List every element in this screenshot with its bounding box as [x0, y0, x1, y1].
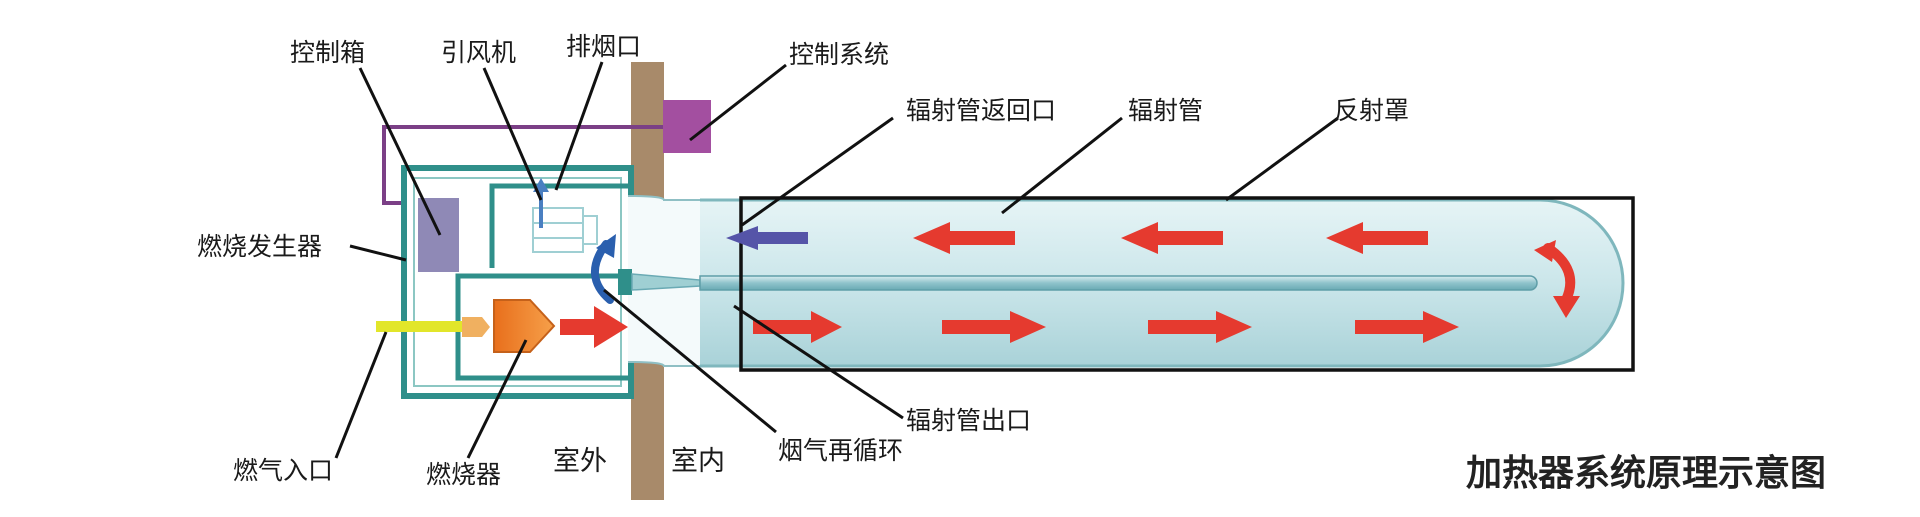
label-flue-gas-recirculation: 烟气再循环	[778, 436, 904, 465]
return-arrow-head	[726, 226, 758, 250]
flame-arrow-head	[594, 306, 628, 348]
leader-exhaust-port	[554, 61, 604, 191]
leader-combustion-generator	[349, 244, 407, 262]
gas-pipe	[376, 321, 468, 332]
leader-induced-fan	[482, 67, 543, 201]
label-exhaust-port: 排烟口	[566, 32, 642, 61]
lower-flow-arrows	[753, 311, 1459, 343]
label-radiant-tube: 辐射管	[1128, 96, 1204, 125]
label-control-system: 控制系统	[789, 40, 890, 69]
diagram-title: 加热器系统原理示意图	[1466, 453, 1827, 494]
u-bend-arrow-tail	[1534, 240, 1556, 262]
flow-arrow-upper-1	[913, 222, 1015, 254]
flame-arrow-shaft	[560, 319, 596, 335]
leader-tube-outlet	[733, 304, 904, 420]
burner	[493, 299, 556, 353]
flow-arrow-lower-4	[1355, 311, 1459, 343]
label-combustion-generator: 燃烧发生器	[197, 232, 323, 261]
u-bend-arrow-head	[1553, 296, 1580, 318]
return-arrow-shaft	[756, 232, 808, 244]
fan-compartment	[489, 183, 628, 268]
label-burner: 燃烧器	[426, 460, 502, 489]
flow-arrow-lower-3	[1148, 311, 1252, 343]
leader-control-box	[358, 67, 442, 236]
control-system-unit	[663, 100, 711, 153]
label-outdoor: 室外	[553, 446, 607, 477]
gas-nozzle	[462, 317, 490, 337]
leader-flue-gas-recirculation	[603, 288, 777, 434]
flow-arrow-lower-1	[753, 311, 842, 343]
flow-arrow-lower-2	[942, 311, 1046, 343]
leader-control-system	[689, 63, 787, 142]
injector-nozzle	[618, 269, 632, 295]
radiant-tube-inner-rod	[699, 275, 1538, 291]
label-control-box: 控制箱	[290, 38, 366, 67]
recirc-arrow-head	[596, 234, 616, 258]
leader-radiant-tube	[1001, 116, 1123, 215]
upper-flow-arrows	[913, 222, 1428, 254]
leader-burner	[466, 339, 528, 459]
induced-fan	[532, 207, 598, 253]
leader-lines	[334, 61, 1339, 459]
label-reflector: 反射罩	[1334, 96, 1410, 125]
label-indoor: 室内	[671, 446, 725, 477]
label-tube-return-port: 辐射管返回口	[906, 96, 1057, 125]
leader-gas-inlet	[334, 331, 388, 459]
reflector-frame	[739, 196, 1635, 372]
control-wire	[382, 125, 663, 205]
label-tube-outlet: 辐射管出口	[906, 406, 1032, 435]
leader-reflector	[1225, 116, 1339, 202]
leader-tube-return-port	[741, 116, 894, 227]
label-gas-inlet: 燃气入口	[233, 456, 334, 485]
flow-arrow-upper-3	[1326, 222, 1428, 254]
flow-arrow-upper-2	[1121, 222, 1223, 254]
label-induced-fan: 引风机	[441, 38, 517, 67]
